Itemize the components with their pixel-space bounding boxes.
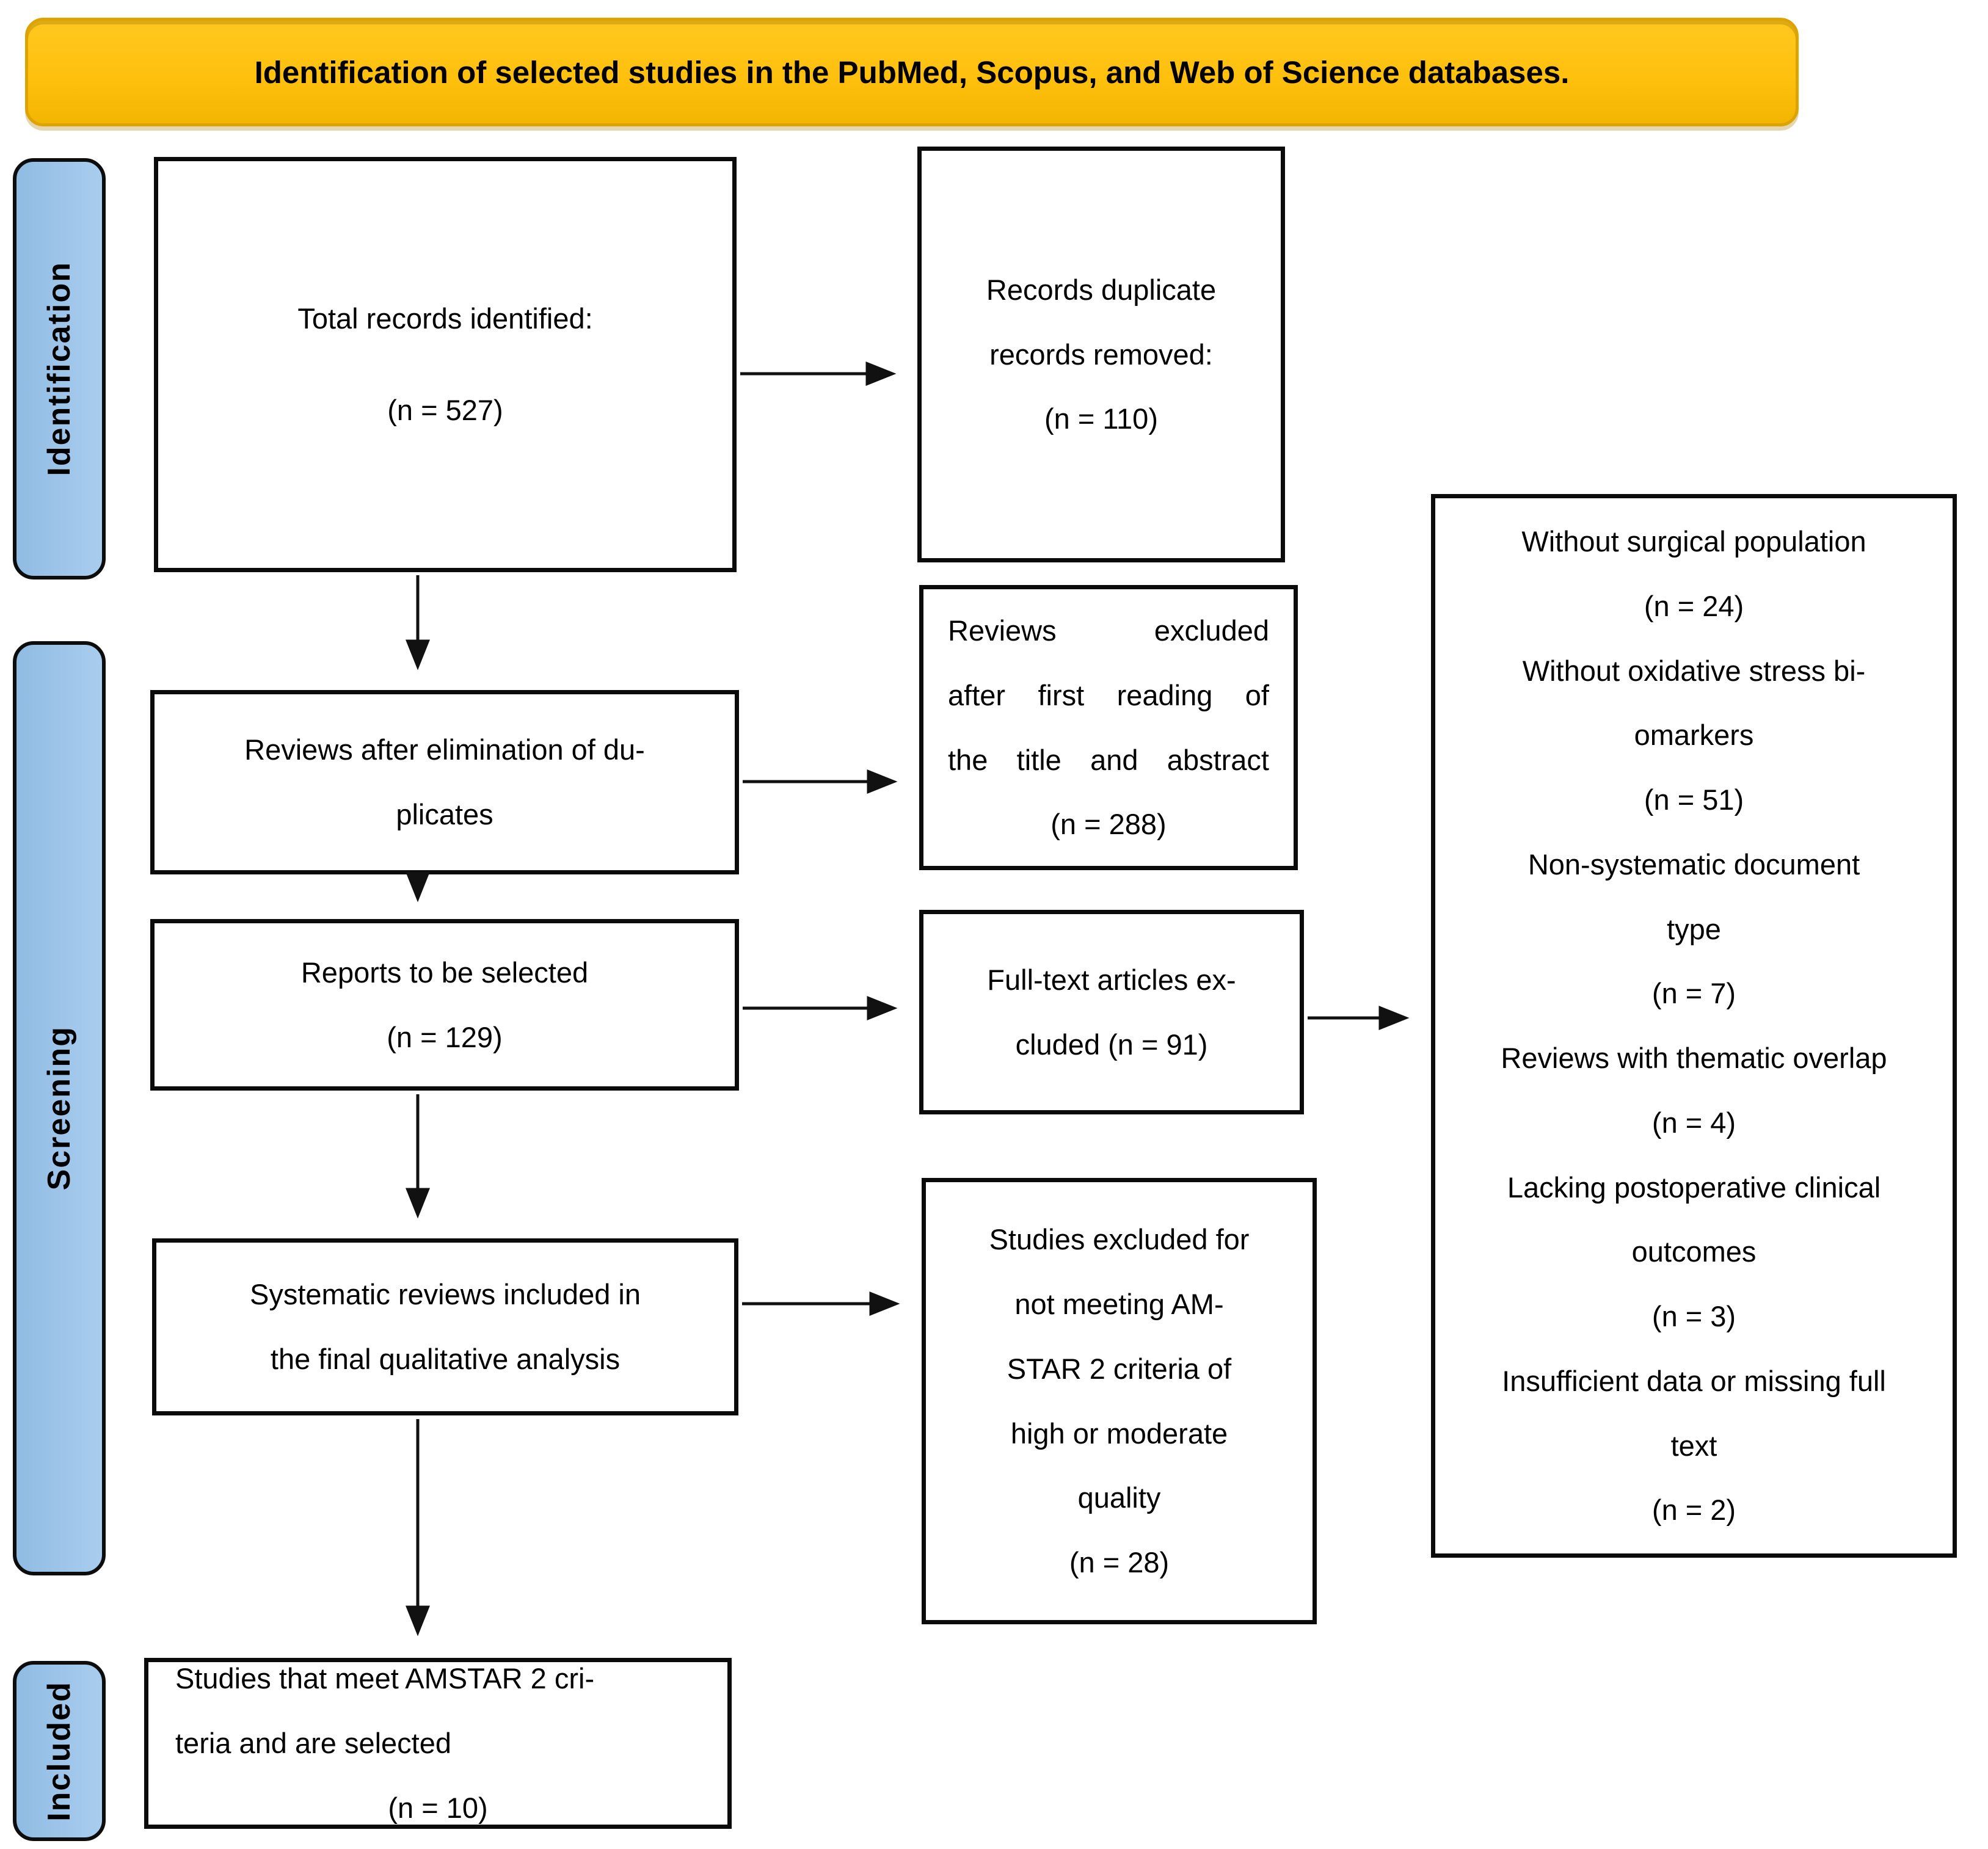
- text-line: outcomes: [1631, 1235, 1757, 1268]
- text-line: (n = 2): [1651, 1494, 1736, 1527]
- text-line: type: [1667, 912, 1721, 945]
- text-line: (n = 527): [387, 394, 503, 426]
- text-line: (n = 10): [388, 1791, 488, 1824]
- text-line: records removed:: [989, 338, 1213, 371]
- text-line: the final qualitative analysis: [270, 1343, 621, 1375]
- text-line: (n = 3): [1651, 1300, 1736, 1332]
- text-line: quality: [1077, 1481, 1161, 1514]
- text-line: (n = 129): [387, 1020, 503, 1053]
- box-reviews-excluded: Reviews excluded after first reading of …: [919, 585, 1298, 870]
- text-line: after first reading of: [948, 678, 1269, 711]
- title-banner: Identification of selected studies in th…: [25, 18, 1799, 126]
- stage-included-label: Included: [42, 1680, 77, 1822]
- text-line: (n = 51): [1644, 783, 1744, 816]
- text-line: (n = 28): [1069, 1546, 1170, 1578]
- box-reports-selected: Reports to be selected (n = 129): [150, 919, 739, 1091]
- text-line: Without oxidative stress bi-: [1522, 654, 1866, 687]
- text-line: (n = 4): [1651, 1106, 1736, 1139]
- box-after-duplicates: Reviews after elimination of du- plicate…: [150, 690, 739, 874]
- text-line: Reviews after elimination of du-: [244, 733, 645, 766]
- text-line: text: [1670, 1429, 1717, 1462]
- text-line: plicates: [396, 798, 493, 830]
- box-exclusion-reasons: Without surgical population (n = 24) Wit…: [1431, 494, 1957, 1558]
- text-line: Reviews with thematic overlap: [1501, 1042, 1887, 1074]
- text-line: high or moderate: [1010, 1417, 1228, 1450]
- text-line: STAR 2 criteria of: [1007, 1352, 1232, 1385]
- box-fulltext-excluded: Full-text articles ex- cluded (n = 91): [919, 910, 1304, 1114]
- diagram-title: Identification of selected studies in th…: [254, 54, 1570, 90]
- text-line: Reports to be selected: [300, 956, 589, 989]
- text-line: Non-systematic document: [1527, 848, 1860, 881]
- text-line: teria and are selected: [175, 1727, 452, 1760]
- box-total-records: Total records identified: (n = 527): [154, 157, 737, 572]
- text-line: (n = 110): [1044, 402, 1158, 435]
- text-line: cluded (n = 91): [1015, 1028, 1208, 1061]
- text-line: omarkers: [1634, 719, 1754, 752]
- text-line: the title and abstract: [948, 743, 1269, 776]
- box-duplicates-removed: Records duplicate records removed: (n = …: [917, 147, 1285, 562]
- text-line: Systematic reviews included in: [250, 1278, 641, 1311]
- text-line: Lacking postoperative clinical: [1507, 1171, 1881, 1204]
- box-systematic-included: Systematic reviews included in the final…: [152, 1238, 738, 1415]
- box-amstar-excluded: Studies excluded for not meeting AM- STA…: [922, 1178, 1317, 1624]
- stage-identification: Identification: [13, 158, 106, 579]
- stage-screening-label: Screening: [42, 1026, 77, 1191]
- text-line: (n = 24): [1644, 589, 1744, 622]
- text-line: Full-text articles ex-: [987, 963, 1236, 996]
- text-line: Studies that meet AMSTAR 2 cri-: [175, 1662, 595, 1695]
- text-line: (n = 288): [1050, 808, 1167, 841]
- text-line: Insufficient data or missing full: [1502, 1364, 1886, 1397]
- text-line: Records duplicate: [986, 273, 1217, 306]
- stage-screening: Screening: [13, 641, 106, 1575]
- stage-included: Included: [13, 1661, 106, 1841]
- box-final-included: Studies that meet AMSTAR 2 cri- teria an…: [144, 1658, 732, 1829]
- text-line: Without surgical population: [1521, 525, 1866, 558]
- text-line: not meeting AM-: [1014, 1288, 1224, 1320]
- text-line: Studies excluded for: [989, 1223, 1250, 1256]
- text-line: (n = 7): [1651, 977, 1736, 1010]
- text-line: Total records identified:: [297, 302, 593, 335]
- text-line: Reviews excluded: [948, 614, 1269, 647]
- stage-identification-label: Identification: [42, 261, 77, 476]
